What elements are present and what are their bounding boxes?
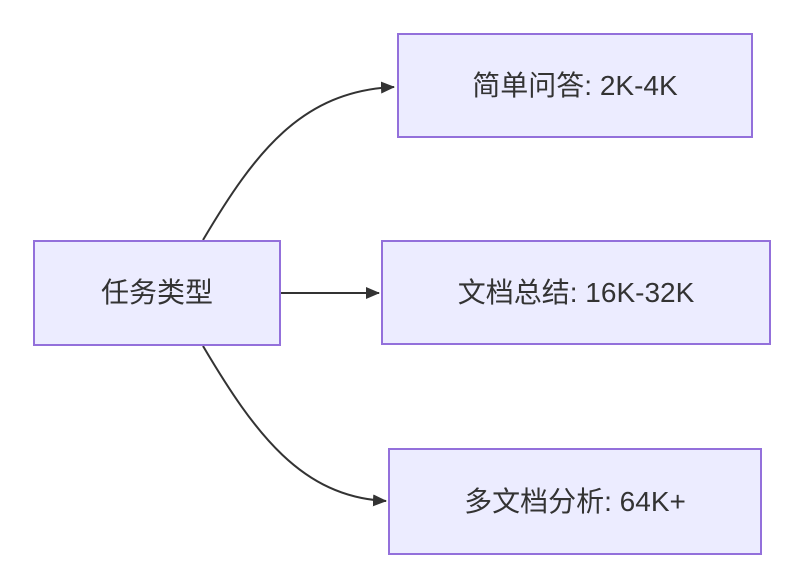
node-doc-summary-label: 文档总结: 16K-32K [457,276,695,308]
node-multi-doc-analysis-label: 多文档分析: 64K+ [464,485,686,517]
node-simple-qa: 简单问答: 2K-4K [397,33,753,138]
node-multi-doc-analysis: 多文档分析: 64K+ [388,448,762,555]
node-simple-qa-label: 简单问答: 2K-4K [472,69,678,101]
node-doc-summary: 文档总结: 16K-32K [381,240,771,345]
node-task-type: 任务类型 [33,240,281,346]
edge-root-to-bottom [202,345,387,507]
node-task-type-label: 任务类型 [100,277,213,309]
edge-root-to-top [202,81,395,241]
